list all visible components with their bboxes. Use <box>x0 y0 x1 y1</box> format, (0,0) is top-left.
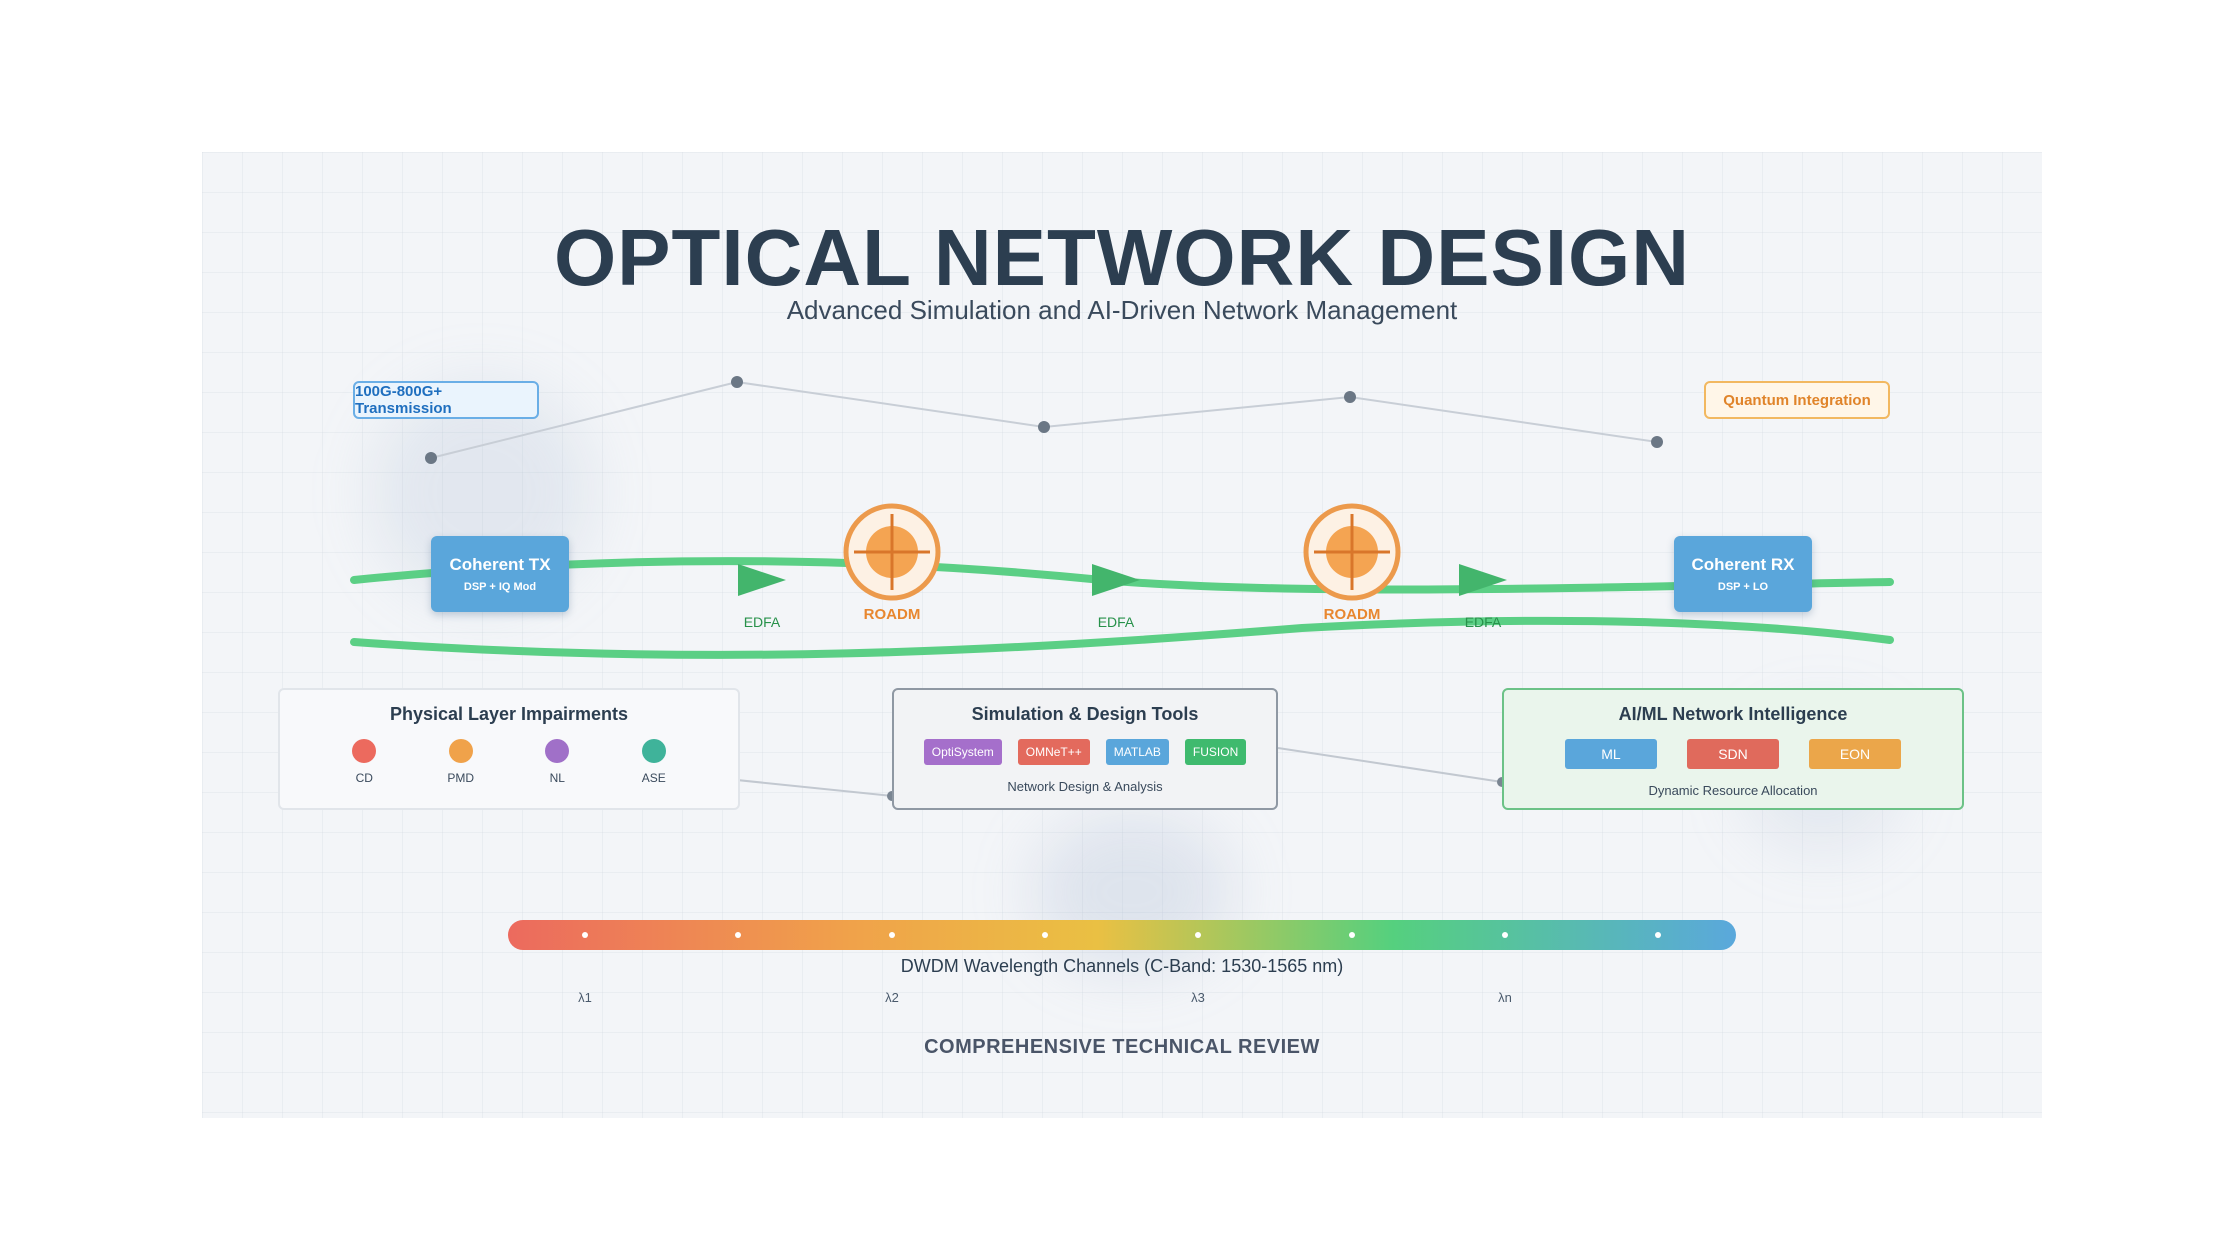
quantum-tag: Quantum Integration <box>1704 381 1890 419</box>
simulation-tools-panel: Simulation & Design Tools OptiSystem OMN… <box>892 688 1278 810</box>
tool-chip-fusion: FUSION <box>1184 739 1247 765</box>
impairments-panel: Physical Layer Impairments CD PMD NL ASE <box>278 688 740 810</box>
edfa-label: EDFA <box>1464 614 1502 630</box>
channel-marker <box>1195 932 1201 938</box>
wavelength-spectrum-bar <box>508 920 1736 950</box>
impairment-label: CD <box>355 771 373 785</box>
transmission-tag: 100G-800G+ Transmission <box>353 381 539 419</box>
impairment-item: PMD <box>431 739 491 785</box>
footer-title: COMPREHENSIVE TECHNICAL REVIEW <box>924 1036 1320 1058</box>
topology-node <box>1344 391 1356 403</box>
topology-node <box>425 452 437 464</box>
ai-chip-list: ML SDN EON <box>1504 739 1962 769</box>
impairment-item: NL <box>527 739 587 785</box>
panel-title: Simulation & Design Tools <box>971 704 1199 724</box>
page-title: OPTICAL NETWORK DESIGN <box>553 213 1691 302</box>
ai-chip-eon: EON <box>1809 739 1901 769</box>
tool-chip-optisystem: OptiSystem <box>923 739 1002 765</box>
edfa-amplifier-icon <box>1459 564 1507 596</box>
impairment-list: CD PMD NL ASE <box>280 739 738 785</box>
roadm-label: ROADM <box>863 606 921 623</box>
impairment-dot <box>641 739 666 763</box>
impairment-label: NL <box>549 771 565 785</box>
topology-node <box>731 376 743 388</box>
topology-node <box>1038 421 1050 433</box>
edfa-label: EDFA <box>1097 614 1135 630</box>
node-title: Coherent RX <box>1691 555 1795 574</box>
diagram-canvas: OPTICAL NETWORK DESIGN Advanced Simulati… <box>202 152 2042 1118</box>
tool-chip-list: OptiSystem OMNeT++ MATLAB FUSION <box>894 739 1276 765</box>
lambda-label: λ2 <box>885 990 899 1005</box>
impairment-item: CD <box>334 739 394 785</box>
impairment-dot <box>545 739 570 763</box>
roadm-icon <box>843 503 941 601</box>
channel-marker <box>889 932 895 938</box>
panel-title: AI/ML Network Intelligence <box>1618 704 1848 724</box>
panel-connector <box>1277 747 1503 783</box>
impairment-item: ASE <box>624 739 684 785</box>
coherent-tx-node: Coherent TX DSP + IQ Mod <box>431 536 569 612</box>
ai-chip-ml: ML <box>1565 739 1657 769</box>
tool-chip-omnet: OMNeT++ <box>1017 739 1090 765</box>
channel-marker <box>1349 932 1355 938</box>
channel-marker <box>582 932 588 938</box>
node-title: Coherent TX <box>449 555 551 574</box>
coherent-rx-node: Coherent RX DSP + LO <box>1674 536 1812 612</box>
channel-marker <box>1655 932 1661 938</box>
edfa-amplifier-icon <box>738 564 786 596</box>
panel-note: Network Design & Analysis <box>1007 779 1163 794</box>
channel-marker <box>735 932 741 938</box>
roadm-label: ROADM <box>1323 606 1381 623</box>
channel-marker <box>1502 932 1508 938</box>
lambda-label: λn <box>1498 990 1512 1005</box>
roadm-icon <box>1303 503 1401 601</box>
page-subtitle: Advanced Simulation and AI-Driven Networ… <box>786 295 1458 325</box>
topology-node <box>1651 436 1663 448</box>
spectrum-caption: DWDM Wavelength Channels (C-Band: 1530-1… <box>900 956 1344 976</box>
panel-title: Physical Layer Impairments <box>389 704 629 724</box>
node-subtitle: DSP + IQ Mod <box>463 581 537 593</box>
lambda-label: λ1 <box>578 990 592 1005</box>
ai-chip-sdn: SDN <box>1687 739 1779 769</box>
edfa-amplifier-icon <box>1092 564 1140 596</box>
impairment-dot <box>352 739 377 763</box>
impairment-label: PMD <box>447 771 475 785</box>
fiber-path-lower <box>350 616 1894 659</box>
network-diagram <box>350 376 1894 801</box>
lambda-label: λ3 <box>1191 990 1205 1005</box>
tool-chip-matlab: MATLAB <box>1105 739 1169 765</box>
panel-note: Dynamic Resource Allocation <box>1648 783 1818 798</box>
ai-intelligence-panel: AI/ML Network Intelligence ML SDN EON Dy… <box>1502 688 1964 810</box>
node-subtitle: DSP + LO <box>1717 581 1769 593</box>
impairment-label: ASE <box>641 771 666 785</box>
network-topology-line <box>430 380 1658 459</box>
edfa-label: EDFA <box>743 614 781 630</box>
channel-marker <box>1042 932 1048 938</box>
impairment-dot <box>448 739 473 763</box>
